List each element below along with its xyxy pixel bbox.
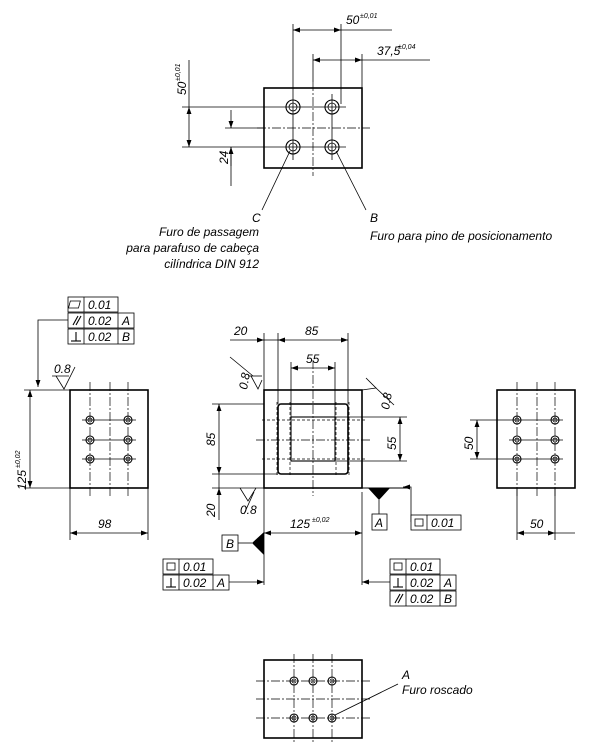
fcf-left-perp-datum: B — [122, 330, 130, 344]
dim-125-left-tol: ±0,02 — [15, 450, 22, 468]
fcf-right-perp-value: 0.02 — [410, 576, 434, 590]
flatness-icon — [166, 562, 176, 571]
left-holes — [82, 415, 136, 464]
datum-b: B — [226, 537, 234, 551]
fcf-right-flatness-value: 0.01 — [410, 560, 433, 574]
fcf-left-perp-value: 0.02 — [88, 330, 112, 344]
left-view: 0.01 0.02 A 0.02 B 0.8 — [15, 296, 149, 540]
dim-50-right-vert: 50 — [462, 436, 476, 450]
flatness-icon — [393, 562, 403, 571]
perpendicularity-icon — [166, 578, 176, 588]
fcf-left-front-perp-datum: A — [216, 576, 225, 590]
top-view: 50 ±0,01 37,5 ±0,04 50 ±0,01 24 C B Furo… — [125, 13, 552, 271]
fcf-right-parallel-datum: B — [444, 592, 452, 606]
dim-98: 98 — [98, 517, 112, 531]
dim-50-right-horiz: 50 — [530, 517, 544, 531]
datum-a-triangle — [368, 488, 390, 500]
roughness-front-top-right: 0.8 — [378, 391, 395, 410]
datum-b-triangle — [252, 532, 264, 555]
dim-50-top: 50 — [346, 13, 360, 27]
roughness-left: 0.8 — [54, 362, 71, 376]
fcf-left-front-perp-value: 0.02 — [183, 576, 207, 590]
label-a: A — [401, 668, 410, 682]
dim-20-top: 20 — [233, 324, 248, 338]
fcf-left-stack: 0.01 0.02 A 0.02 B — [67, 296, 135, 345]
dim-24: 24 — [217, 150, 231, 165]
dim-85-top: 85 — [305, 324, 319, 338]
note-c-line1: Furo de passagem — [159, 225, 259, 239]
roughness-front-bottom: 0.8 — [240, 503, 257, 517]
fcf-left-flatness-value: 0.01 — [88, 298, 111, 312]
fcf-left-parallel-datum: A — [121, 314, 130, 328]
bottom-holes — [289, 676, 337, 723]
perpendicularity-icon — [393, 578, 403, 588]
bottom-view: A Furo roscado — [256, 654, 473, 744]
flatness-icon — [67, 300, 81, 309]
dim-50-vert: 50 — [175, 81, 189, 95]
dim-55-top: 55 — [306, 352, 320, 366]
dim-37-5: 37,5 — [377, 44, 401, 58]
note-b: Furo para pino de posicionamento — [370, 229, 552, 243]
note-c-line2: para parafuso de cabeça — [125, 241, 259, 255]
dim-20-left: 20 — [204, 503, 218, 518]
dim-55-right: 55 — [385, 436, 399, 450]
fcf-left-front-flatness-value: 0.01 — [183, 560, 206, 574]
right-block — [496, 389, 576, 489]
fcf-a-flatness-value: 0.01 — [431, 516, 454, 530]
dim-50-vert-tol: ±0,01 — [175, 63, 182, 81]
dim-50-top-tol: ±0,01 — [360, 13, 378, 20]
roughness-triangle-icon — [239, 487, 257, 515]
label-b: B — [370, 211, 378, 225]
fcf-right-perp-datum: A — [443, 576, 452, 590]
dim-37-5-tol: ±0,04 — [398, 44, 416, 51]
left-block — [69, 389, 149, 489]
label-c: C — [252, 211, 261, 225]
roughness-front-top-left: 0.8 — [236, 371, 253, 390]
dim-125-front-tol: ±0,02 — [312, 517, 330, 524]
dim-125-front: 125 — [290, 517, 310, 531]
flatness-icon — [414, 518, 424, 527]
parallelism-icon — [394, 593, 404, 604]
roughness-triangle-icon — [229, 356, 263, 390]
datum-a: A — [374, 516, 383, 530]
dim-125-left: 125 — [15, 470, 29, 490]
right-holes — [509, 415, 563, 464]
fcf-left-parallel-value: 0.02 — [88, 314, 112, 328]
dim-85-left: 85 — [204, 432, 218, 446]
note-a: Furo roscado — [402, 683, 473, 697]
perpendicularity-icon — [71, 332, 81, 342]
note-c-line3: cilíndrica DIN 912 — [164, 257, 259, 271]
parallelism-icon — [72, 315, 82, 326]
front-view: 20 85 55 0.8 0.8 85 20 — [162, 324, 462, 607]
right-view: 50 50 — [462, 382, 576, 540]
roughness-triangle-icon — [52, 366, 76, 390]
roughness-triangle-icon — [361, 377, 395, 406]
fcf-right-parallel-value: 0.02 — [410, 592, 434, 606]
